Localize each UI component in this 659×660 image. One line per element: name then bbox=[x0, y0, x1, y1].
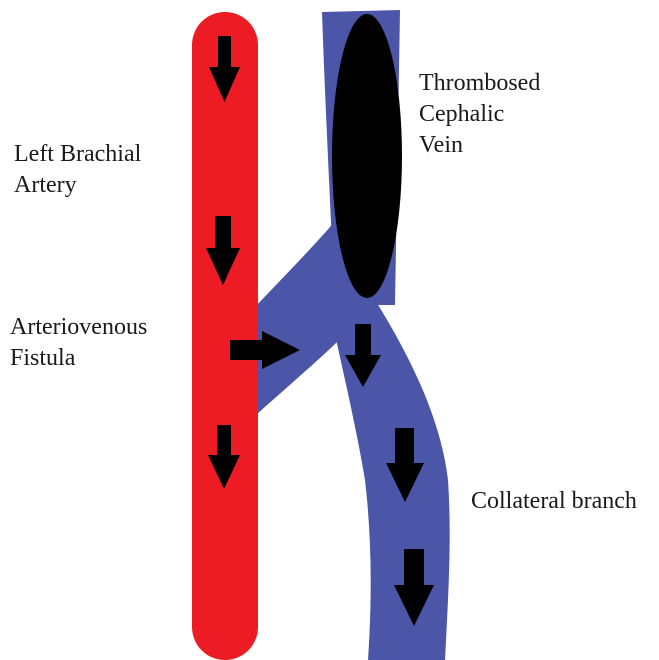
fistula-label-line: Fistula bbox=[10, 343, 147, 374]
thrombus-icon bbox=[332, 14, 402, 298]
artery-label-line: Artery bbox=[14, 170, 141, 201]
thrombosed-label-line: Thrombosed bbox=[419, 68, 540, 99]
artery-label: Left Brachial Artery bbox=[14, 139, 141, 201]
brachial-artery bbox=[192, 12, 258, 660]
thrombosed-label-line: Cephalic bbox=[419, 99, 540, 130]
artery-label-line: Left Brachial bbox=[14, 139, 141, 170]
fistula-label: Arteriovenous Fistula bbox=[10, 312, 147, 374]
collateral-label-line: Collateral branch bbox=[471, 486, 637, 517]
fistula-label-line: Arteriovenous bbox=[10, 312, 147, 343]
collateral-branch bbox=[330, 300, 450, 660]
collateral-branch-label: Collateral branch bbox=[471, 486, 637, 517]
thrombosed-vein-label: Thrombosed Cephalic Vein bbox=[419, 68, 540, 161]
thrombosed-label-line: Vein bbox=[419, 130, 540, 161]
